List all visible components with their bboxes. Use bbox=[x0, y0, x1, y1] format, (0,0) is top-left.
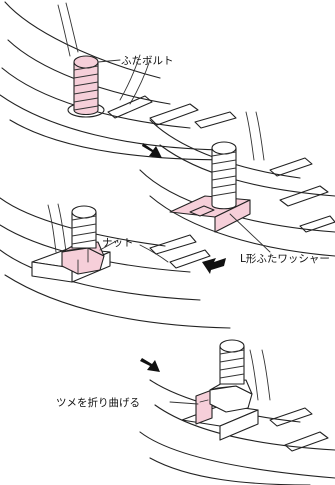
step-4-bend-tab: ツメを折り曲げる bbox=[56, 339, 335, 485]
lid-bolt-label: ふたボルト bbox=[121, 55, 174, 67]
l-washer-shape bbox=[169, 195, 251, 233]
lid-bolt-shape bbox=[73, 55, 99, 116]
step-arrow-1 bbox=[142, 143, 162, 158]
step-arrow-3 bbox=[140, 358, 160, 372]
bent-tab-shape bbox=[195, 389, 213, 425]
bend-tab-label: ツメを折り曲げる bbox=[56, 396, 140, 409]
step-3-nut: ナット bbox=[0, 197, 231, 329]
step-2-l-washer: L形ふたワッシャー bbox=[139, 111, 335, 265]
l-washer-label: L形ふたワッシャー bbox=[240, 253, 330, 265]
step-arrow-2 bbox=[202, 258, 226, 274]
nut-shape bbox=[61, 241, 105, 275]
lid-bolt-step3 bbox=[71, 205, 97, 249]
lid-bolt-step2 bbox=[211, 141, 237, 210]
step-1-bolt-only: ふたボルト bbox=[0, 1, 237, 161]
nut-label: ナット bbox=[102, 237, 134, 249]
lid-bolt-step4 bbox=[219, 339, 245, 385]
